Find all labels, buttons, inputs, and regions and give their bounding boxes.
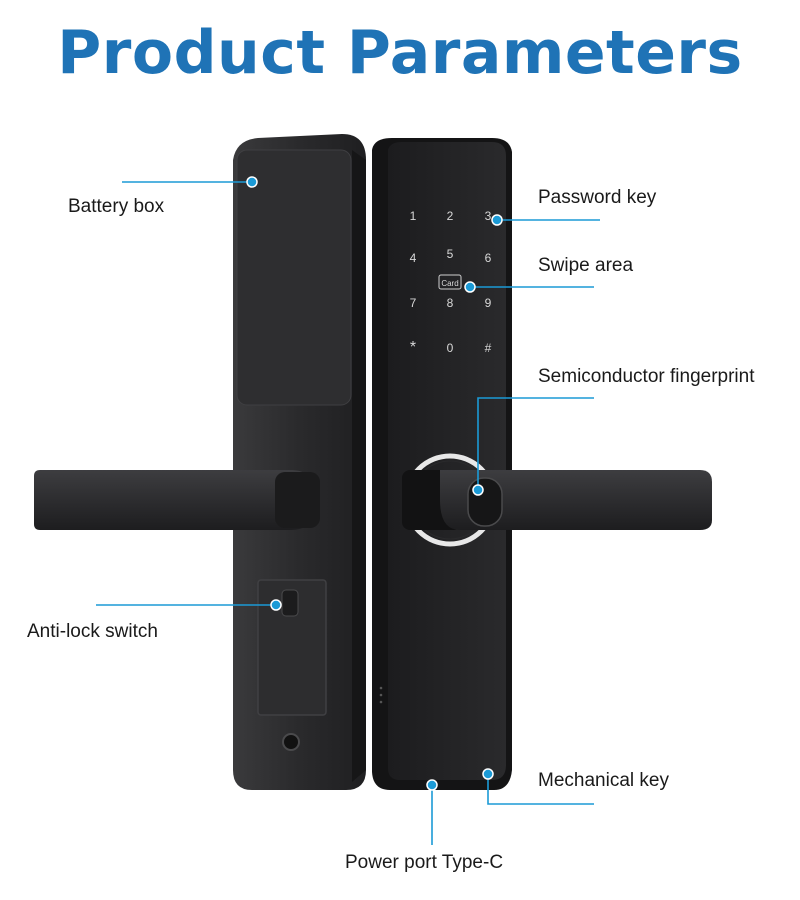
keypad-key-0[interactable]: 0 [447, 341, 454, 355]
outer-lock-panel: 1 2 3 4 5 6 7 8 9 * 0 # Card [372, 138, 512, 790]
page-title: Product Parameters [57, 18, 743, 88]
fingerprint-sensor [467, 477, 503, 527]
keypad-key-7[interactable]: 7 [410, 296, 417, 310]
callout-dots [246, 176, 503, 791]
anti-lock-knob [281, 589, 299, 617]
inner-lock-panel [233, 134, 366, 790]
card-swipe-icon [438, 274, 462, 290]
keypad-key-6[interactable]: 6 [485, 251, 492, 265]
keypad-key-2[interactable]: 2 [447, 209, 454, 223]
keypad-key-3[interactable]: 3 [485, 209, 492, 223]
keypad: 1 2 3 4 5 6 7 8 9 * 0 # [410, 209, 492, 356]
keypad-key-5[interactable]: 5 [447, 247, 454, 261]
label-battery-box: Battery box [68, 196, 165, 217]
keypad-key-hash[interactable]: # [485, 341, 492, 355]
keypad-key-9[interactable]: 9 [485, 296, 492, 310]
side-holes [379, 686, 383, 704]
outer-handle [402, 470, 712, 530]
key-cylinder [282, 733, 300, 751]
label-swipe-area: Swipe area [538, 255, 634, 276]
keypad-key-star[interactable]: * [410, 339, 416, 356]
inner-handle [34, 470, 320, 530]
label-power-port: Power port Type-C [345, 852, 504, 873]
label-password-key: Password key [538, 187, 657, 208]
keypad-key-1[interactable]: 1 [410, 209, 417, 223]
label-fingerprint: Semiconductor fingerprint [538, 366, 755, 387]
battery-cover [236, 149, 352, 406]
callouts [96, 181, 600, 845]
label-mechanical-key: Mechanical key [538, 770, 669, 791]
keypad-key-4[interactable]: 4 [410, 251, 417, 265]
keypad-key-8[interactable]: 8 [447, 296, 454, 310]
card-icon-label: Card [441, 279, 458, 288]
anti-lock-plate [257, 579, 327, 716]
label-anti-lock-switch: Anti-lock switch [27, 621, 158, 642]
